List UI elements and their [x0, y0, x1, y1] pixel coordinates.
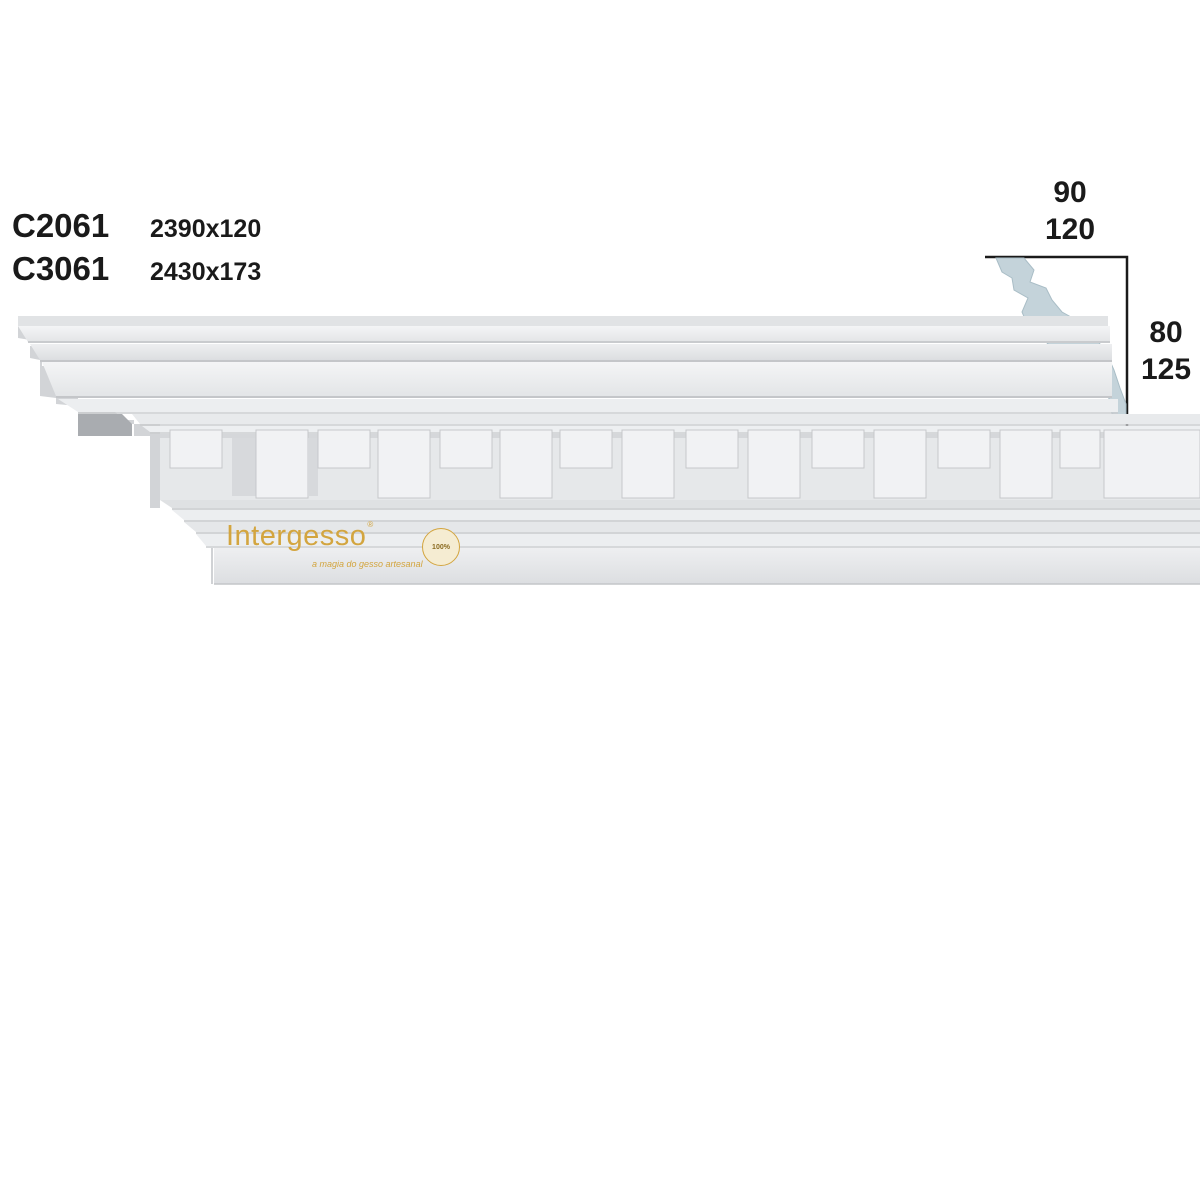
product-code: C2061	[12, 207, 110, 244]
product-row: C2061 2390x120	[12, 207, 261, 250]
crown-band-3	[42, 362, 1112, 396]
bottom-fascia	[214, 548, 1200, 584]
fillet-3	[160, 500, 1200, 508]
projection-dimension: 90 120	[1030, 174, 1110, 248]
height-small: 80	[1149, 316, 1183, 349]
quality-seal-icon: 100%	[422, 528, 460, 566]
product-row: C3061 2430x173	[12, 250, 261, 293]
fillet-1	[132, 414, 1200, 424]
dimension-bracket	[985, 255, 1129, 437]
brand-name: Intergesso	[226, 520, 367, 552]
projection-small: 90	[1053, 176, 1087, 209]
crown-band-4	[58, 399, 1118, 412]
projection-large: 120	[1044, 213, 1096, 246]
crown-top-edge	[18, 316, 1108, 326]
height-large: 125	[1140, 353, 1192, 386]
product-size: 2430x173	[150, 258, 262, 286]
brand-tagline: a magia do gesso artesanal	[312, 559, 423, 569]
fillet-4	[172, 510, 1200, 520]
brand-logo: Intergesso®	[226, 520, 374, 553]
seal-label: 100%	[432, 543, 450, 551]
product-codes: C2061 2390x120 C3061 2430x173	[12, 207, 261, 293]
registered-mark-icon: ®	[367, 520, 374, 529]
height-dimension: 80 125	[1132, 314, 1200, 388]
product-code: C3061	[12, 250, 110, 287]
shadow-recess	[78, 414, 132, 436]
crown-band-1	[18, 326, 1110, 342]
cornice-body	[18, 316, 1200, 585]
dentil-row	[169, 429, 1200, 499]
crown-band-2	[30, 344, 1112, 360]
product-size: 2390x120	[150, 215, 262, 243]
